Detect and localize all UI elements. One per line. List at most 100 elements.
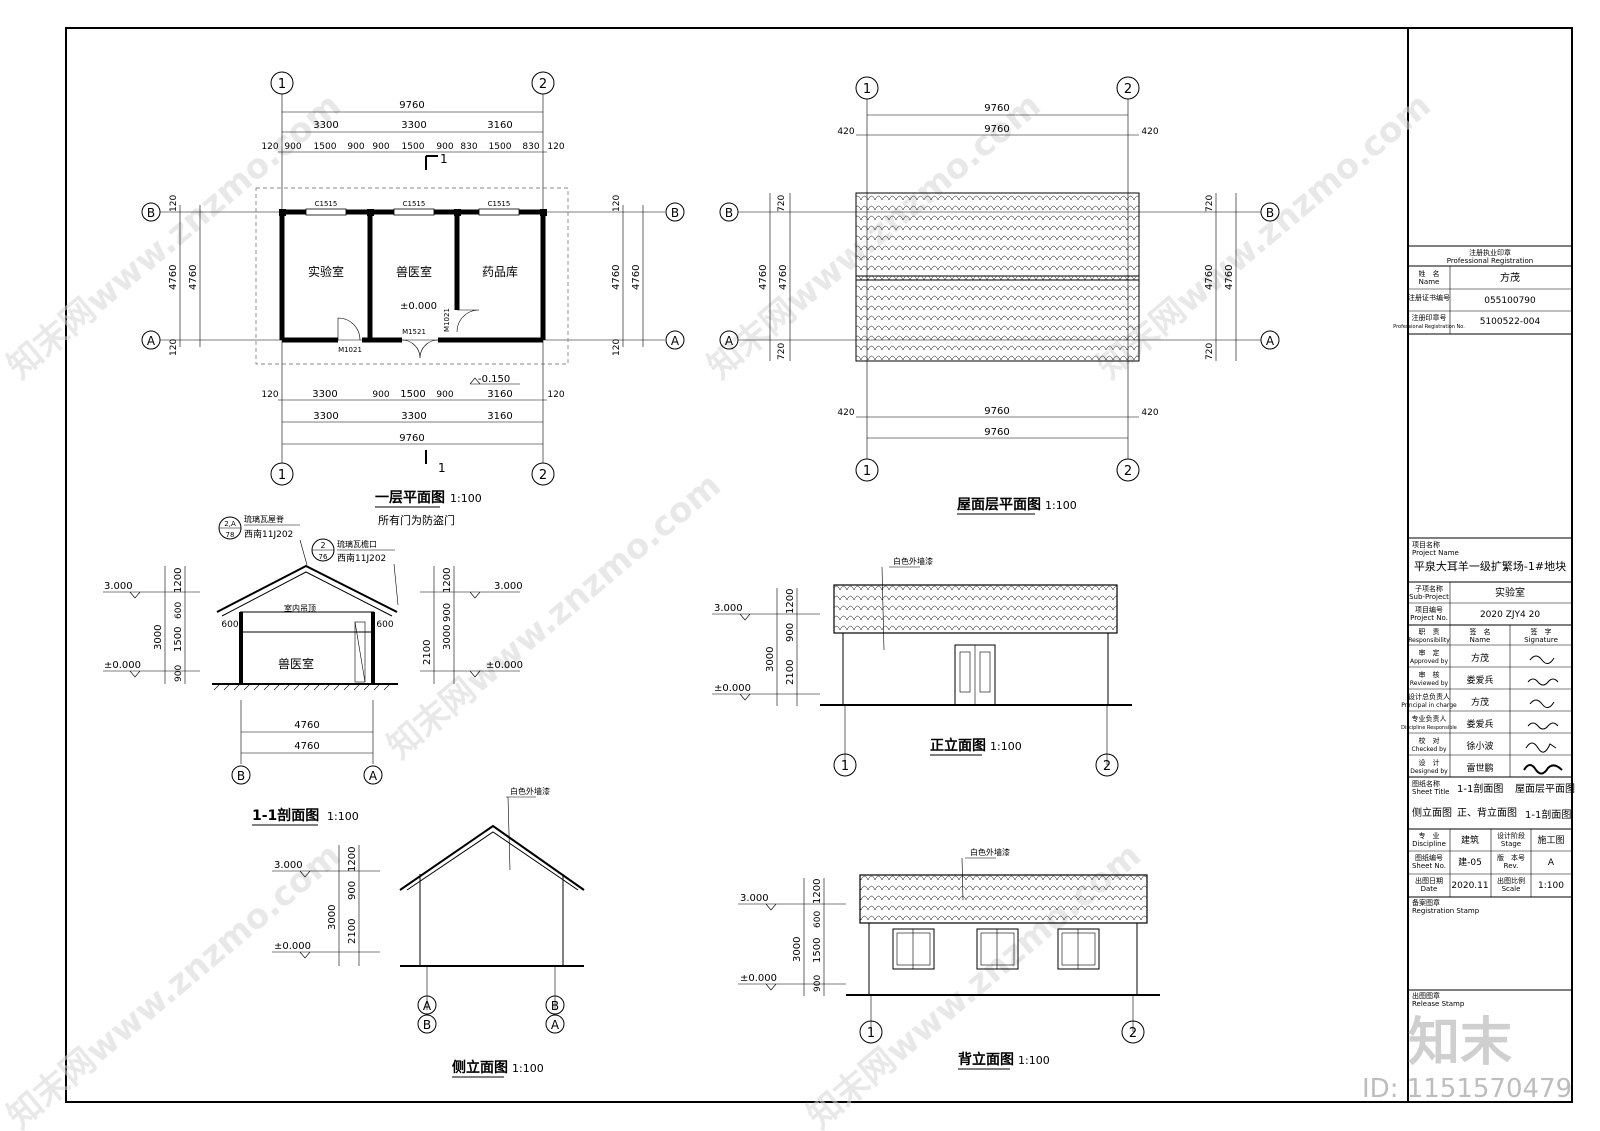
tb-label: 签 字 — [1531, 627, 1552, 636]
tb-value: 建-05 — [1458, 856, 1482, 868]
roof-plan: 1 2 1 2 B A B A 9760 420 9760 420 720 47… — [719, 76, 1280, 515]
role-row: 设计总负责人 Principal in charge 方茂 — [1401, 692, 1572, 712]
tb-label: Reviewed by — [1410, 680, 1449, 687]
dim-detail: 900 — [174, 665, 184, 682]
dim-detail: 2100 — [347, 919, 358, 944]
axis-label: A — [551, 1018, 560, 1032]
signature-mark — [1527, 722, 1559, 730]
roof-tiles — [833, 584, 1118, 634]
dim-depth: 4760 — [168, 265, 179, 290]
material-label: 白色外墙漆 — [893, 556, 933, 566]
drawing-title: 背立面图 — [958, 1051, 1014, 1068]
tb-label: Sheet Title — [1412, 788, 1449, 796]
tb-label: Discipline Responsible — [1401, 725, 1457, 731]
dim-width: 4760 — [294, 720, 319, 731]
dim-detail: 120 — [261, 142, 278, 152]
dim-depth: 4760 — [188, 265, 199, 290]
dim-total: 3000 — [153, 625, 164, 650]
tb-label: 图纸名称 — [1412, 779, 1440, 788]
detail-note: 西南11J202 — [244, 528, 293, 540]
axis-label: 2 — [1124, 464, 1132, 479]
role-row: 专业负责人 Discipline Responsible 娄爱兵 — [1401, 714, 1572, 734]
tb-value: 屋面层平面图 — [1515, 783, 1575, 795]
dim-eave: 720 — [1205, 195, 1215, 212]
dim-bay: 3300 — [313, 411, 338, 422]
door-tag: M1021 — [338, 346, 362, 354]
ceiling-label: 室内吊顶 — [284, 603, 316, 613]
outer-border — [65, 27, 1573, 1103]
tb-value: 徐小波 — [1466, 740, 1493, 752]
tb-label: 注册执业印章 — [1469, 248, 1511, 257]
axis-label: B — [423, 1018, 431, 1032]
level-mark: 3.000 — [274, 860, 303, 871]
tb-value: 实验室 — [1495, 586, 1525, 599]
dim-eave: 600 — [376, 620, 393, 630]
tb-label: Rev. — [1504, 862, 1519, 870]
tb-label: Sub-Project — [1409, 593, 1449, 601]
axis-label: 1 — [841, 759, 849, 774]
tb-value: 2020.11 — [1451, 881, 1488, 891]
tb-label: 出图图章 — [1412, 991, 1440, 1000]
dim-depth: 4760 — [1224, 265, 1235, 290]
role-row: 设 计 Designed by 雷世鹏 — [1410, 758, 1563, 775]
tb-label: Approved by — [1410, 658, 1448, 665]
dim-detail: 1500 — [489, 142, 512, 152]
dim-detail: 1500 — [314, 142, 337, 152]
tb-label: 设计阶段 — [1497, 831, 1525, 840]
dim-detail: 830 — [460, 142, 477, 152]
tb-label: 图纸编号 — [1415, 853, 1443, 862]
dim-eave: 720 — [777, 343, 787, 360]
section-mark: 1 — [440, 152, 448, 166]
detail-note: 琉璃瓦屋脊 — [244, 514, 284, 524]
signature-mark — [1525, 742, 1557, 753]
drawing-scale: 1:100 — [990, 740, 1022, 753]
axis-label: B — [671, 206, 679, 220]
dim-detail: 3160 — [487, 389, 512, 400]
dim-overall: 9760 — [984, 427, 1009, 438]
tb-label: Date — [1421, 885, 1438, 893]
dim-detail: 900 — [347, 881, 358, 900]
axis-label: A — [369, 769, 378, 783]
tb-value: 5100522-004 — [1480, 317, 1541, 327]
dim-detail: 1500 — [400, 389, 425, 400]
axis-label: 1 — [863, 464, 871, 479]
drawing-scale: 1:100 — [1045, 499, 1077, 512]
axis-label: 1 — [867, 1026, 875, 1041]
dim-detail: 900 — [436, 142, 453, 152]
room-name: 兽医室 — [278, 656, 314, 671]
detail-tag: 78 — [226, 531, 235, 539]
level-mark: ±0.000 — [740, 973, 777, 984]
tb-label: 注册印章号 — [1412, 313, 1447, 322]
drawing-scale: 1:100 — [450, 492, 482, 505]
tb-label: 项目名称 — [1412, 540, 1440, 549]
tb-label: 审 定 — [1419, 648, 1440, 657]
level-mark: ±0.000 — [400, 301, 437, 312]
tb-label: Designed by — [1410, 768, 1448, 775]
tb-label: Scale — [1502, 885, 1521, 893]
title-block: 注册执业印章 Professional Registration 姓 名 Nam… — [1362, 245, 1575, 1104]
axis-label: 1 — [278, 77, 286, 92]
dim-overhang: 420 — [1141, 127, 1158, 137]
dim-total: 3000 — [765, 647, 776, 672]
tb-label: Name — [1419, 278, 1440, 286]
dim-width: 4760 — [294, 741, 319, 752]
dim-total: 3000 — [442, 625, 453, 650]
dim-overhang: 420 — [837, 408, 854, 418]
drawing-scale: 1:100 — [327, 810, 359, 823]
tb-label: 设计总负责人 — [1408, 692, 1450, 701]
level-mark: -0.150 — [478, 374, 510, 385]
window-tag: C1515 — [315, 200, 338, 208]
dim-overall: 9760 — [399, 433, 424, 444]
tb-label: 备案图章 — [1412, 898, 1440, 907]
drawing-scale: 1:100 — [1018, 1054, 1050, 1067]
tb-label: Responsibility — [1408, 637, 1450, 644]
tb-label: Discipline — [1412, 840, 1446, 848]
axis-label: A — [725, 334, 734, 348]
section-mark: 1 — [438, 461, 446, 475]
front-elevation: 白色外墙漆 1 2 3.000 ±0.000 1200 900 2100 300… — [712, 556, 1132, 777]
tb-label: Registration Stamp — [1412, 907, 1480, 915]
tb-label: 设 计 — [1419, 758, 1440, 767]
signature-mark — [1529, 655, 1555, 664]
detail-tag: 2,A — [224, 520, 236, 528]
